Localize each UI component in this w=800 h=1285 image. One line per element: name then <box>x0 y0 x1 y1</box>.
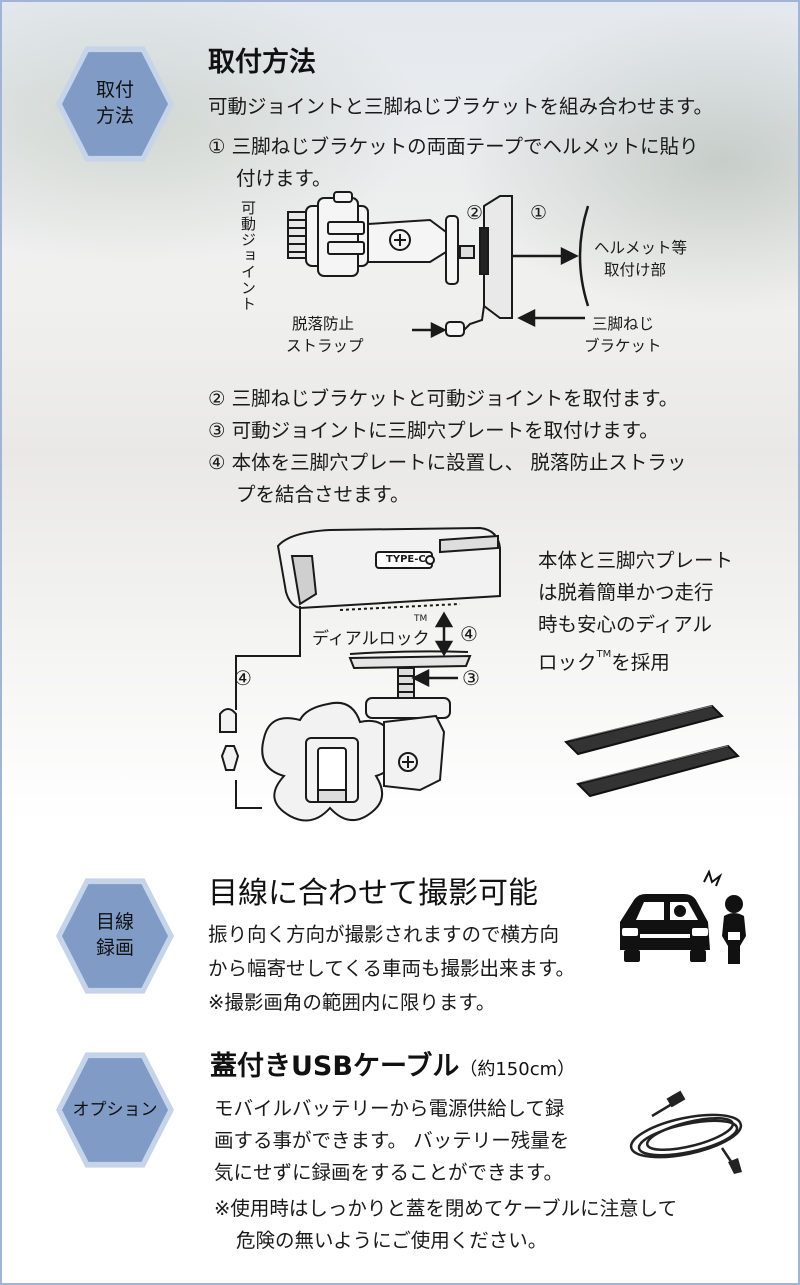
dial-lock-note-4: ロックTMを採用 <box>538 646 670 675</box>
diagram1-num2: ② <box>466 202 484 224</box>
mount-step1-line1: ① 三脚ねじブラケットの両面テープでヘルメットに貼り <box>208 135 699 158</box>
dial-lock-label: ディアルロック <box>312 629 430 649</box>
helmet-label-2: 取付け部 <box>604 261 667 279</box>
strap-clip <box>445 321 465 337</box>
velcro-pads <box>564 704 740 798</box>
gaze-line2: から幅寄せしてくる車両も撮影出来ます。 <box>208 957 575 980</box>
mount-title: 取付方法 <box>208 47 316 78</box>
badge-mount-label: 取付 方法 <box>62 52 168 156</box>
option-note2: 危険の無いようにご使用ください。 <box>236 1229 548 1252</box>
mount-step3: ③ 可動ジョイントに三脚穴プレートを取付けます。 <box>208 419 659 442</box>
helmet-surface <box>578 205 590 307</box>
option-title: 蓋付きUSBケーブル（約150cm） <box>210 1044 575 1083</box>
mount-step2: ② 三脚ねじブラケットと可動ジョイントを取付ます。 <box>208 387 679 410</box>
diagram1-num1: ① <box>530 202 548 224</box>
usb-cable-icon <box>629 1090 743 1174</box>
helmet-label-1: ヘルメット等 <box>594 239 688 257</box>
dial-lock-tm: TM <box>414 614 428 624</box>
gaze-title: 目線に合わせて撮影可能 <box>208 876 538 911</box>
dial-lock-note-tm: TM <box>596 649 612 660</box>
dial-lock-note-4a: ロック <box>538 651 597 674</box>
badge-gaze-label: 目線 録画 <box>62 884 168 988</box>
gaze-line3: ※撮影画角の範囲内に限ります。 <box>208 991 496 1014</box>
dial-lock-note-1: 本体と三脚穴プレート <box>538 549 734 572</box>
mount-step1-line2: 付けます。 <box>236 167 332 190</box>
dial-lock-note-2: は脱着簡単かつ走行 <box>538 581 714 604</box>
strap-label-2: ストラップ <box>286 337 364 355</box>
dial-lock-note-4b: を採用 <box>611 651 670 674</box>
mount-step4-line2: プを結合させます。 <box>236 483 410 506</box>
car-and-rider-icon <box>620 869 746 964</box>
bracket-label-2: ブラケット <box>584 337 662 355</box>
diagram2-num3: ③ <box>462 666 480 690</box>
bracket-label-1: 三脚ねじ <box>592 315 655 333</box>
dial-lock-note-3: 時も安心のディアル <box>538 613 712 636</box>
diagram2-num4b: ④ <box>234 666 252 690</box>
option-line2: 画する事ができます。 バッテリー残量を <box>214 1129 570 1152</box>
diagram2-num4a: ④ <box>460 622 478 646</box>
mount-step4-line1: ④ 本体を三脚穴プレートに設置し、 脱落防止ストラッ <box>208 451 687 474</box>
option-note1: ※使用時はしっかりと蓋を閉めてケーブルに注意して <box>214 1197 678 1220</box>
option-title-sub: （約150cm） <box>459 1059 576 1080</box>
type-c-label: TYPE-C <box>386 554 426 565</box>
option-line1: モバイルバッテリーから電源供給して録 <box>214 1097 565 1120</box>
mount-intro: 可動ジョイントと三脚ねじブラケットを組み合わせます。 <box>208 95 714 118</box>
gaze-line1: 振り向く方向が撮影されますので横方向 <box>208 923 560 946</box>
tape-strip <box>479 227 489 275</box>
badge-option-label: オプション <box>62 1058 168 1162</box>
joint-label: 可動ジョイント <box>239 200 257 312</box>
option-title-main: 蓋付きUSBケーブル <box>210 1051 460 1082</box>
strap-label-1: 脱落防止 <box>292 315 355 333</box>
option-line3: 気にせずに録画をすることができます。 <box>214 1161 564 1184</box>
